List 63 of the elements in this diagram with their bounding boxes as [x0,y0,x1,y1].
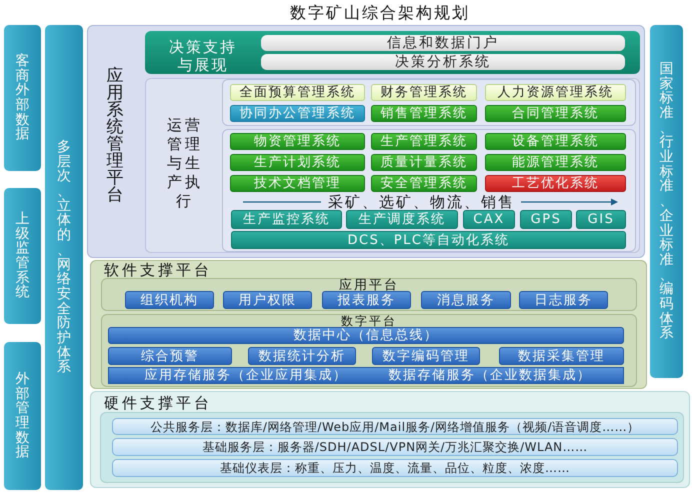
side-panel: 国家标准、行业标准、企业标准、编码体系 [650,25,683,378]
service-box: 综合预警 [108,347,232,365]
system-box: 质量计量系统 [371,154,477,171]
flow-label: 采矿、选矿、物流、销售 [327,193,516,211]
system-box: 销售管理系统 [371,105,477,122]
service-box: 报表服务 [322,291,411,309]
system-box: 设备管理系统 [485,133,626,150]
inner-panel [100,412,684,483]
panel-title: 数字平台 [340,315,398,327]
system-box: 生产管理系统 [371,133,477,150]
side-panel: 客商外部数据 [4,25,41,171]
system-box: GIS [576,210,626,229]
panel-title: 软件支撑平台 [104,263,213,278]
system-box: 技术文档管理 [230,175,365,192]
service-box: 数据统计分析 [248,347,356,365]
system-box: 财务管理系统 [371,84,477,101]
platform-panel [90,391,690,488]
bar-text: 数据存储服务（企业数据集成） [388,367,592,384]
system-box: CAX [463,210,515,229]
system-box: 生产调度系统 [346,210,458,229]
service-box: 数据中心（信息总线） [108,327,624,344]
service-box: 消息服务 [421,291,511,309]
service-box: 数据采集管理 [499,347,624,365]
inner-panel [101,314,637,387]
system-box: 物资管理系统 [230,133,365,150]
platform-panel [87,25,645,258]
side-panel: 上级监管系统 [4,188,41,324]
panel-title: 应用平台 [338,279,400,292]
side-panel: 外部管理数据 [4,342,41,490]
rounded-bar: 决策分析系统 [261,54,625,70]
system-box: 工艺优化系统 [485,175,626,192]
service-box [108,367,624,384]
service-box: 数字编码管理 [372,347,480,365]
system-box: 能源管理系统 [485,154,626,171]
rounded-bar: 信息和数据门户 [261,35,625,51]
layer-bar: 公共服务层：数据库/网络管理/Web应用/Mail服务/网络增值服务（视频/语音调度……） [112,418,678,435]
inner-panel [222,129,636,252]
platform-panel [90,260,647,389]
panel-title: 运营管理与生产执行 [166,116,204,212]
layer-bar: 基础服务层：服务器/SDH/ADSL/VPN网关/万兆汇聚交换/WLAN…… [112,438,678,456]
system-box: 生产监控系统 [231,210,342,229]
service-box: 日志服务 [519,291,608,309]
inner-panel [222,79,636,126]
side-panel: 多层次、立体的、网络安全防护体系 [45,25,83,490]
system-box: 协同办公管理系统 [230,105,365,122]
service-box: 组织机构 [125,291,214,309]
system-box: 安全管理系统 [371,175,477,192]
layer-bar: 基础仪表层：称重、压力、温度、流量、品位、粒度、浓度…… [112,459,678,477]
diagram-title: 数字矿山综合架构规划 [289,3,471,22]
system-box: 全面预算管理系统 [230,84,365,101]
system-box: 生产计划系统 [230,154,365,171]
system-box: 人力资源管理系统 [485,84,626,101]
panel-title: 硬件支撑平台 [104,395,213,411]
panel-title: 应用系统管理平台 [106,68,124,204]
header-band [145,31,640,74]
system-box: DCS、PLC等自动化系统 [231,231,626,249]
system-box: 合同管理系统 [485,105,626,122]
inner-panel [101,278,637,311]
service-box: 用户权限 [223,291,312,309]
bar-text: 应用存储服务（企业应用集成） [144,367,348,384]
group-panel [145,78,640,253]
panel-title: 决策支持与展现 [168,38,238,74]
system-box: GPS [520,210,572,229]
